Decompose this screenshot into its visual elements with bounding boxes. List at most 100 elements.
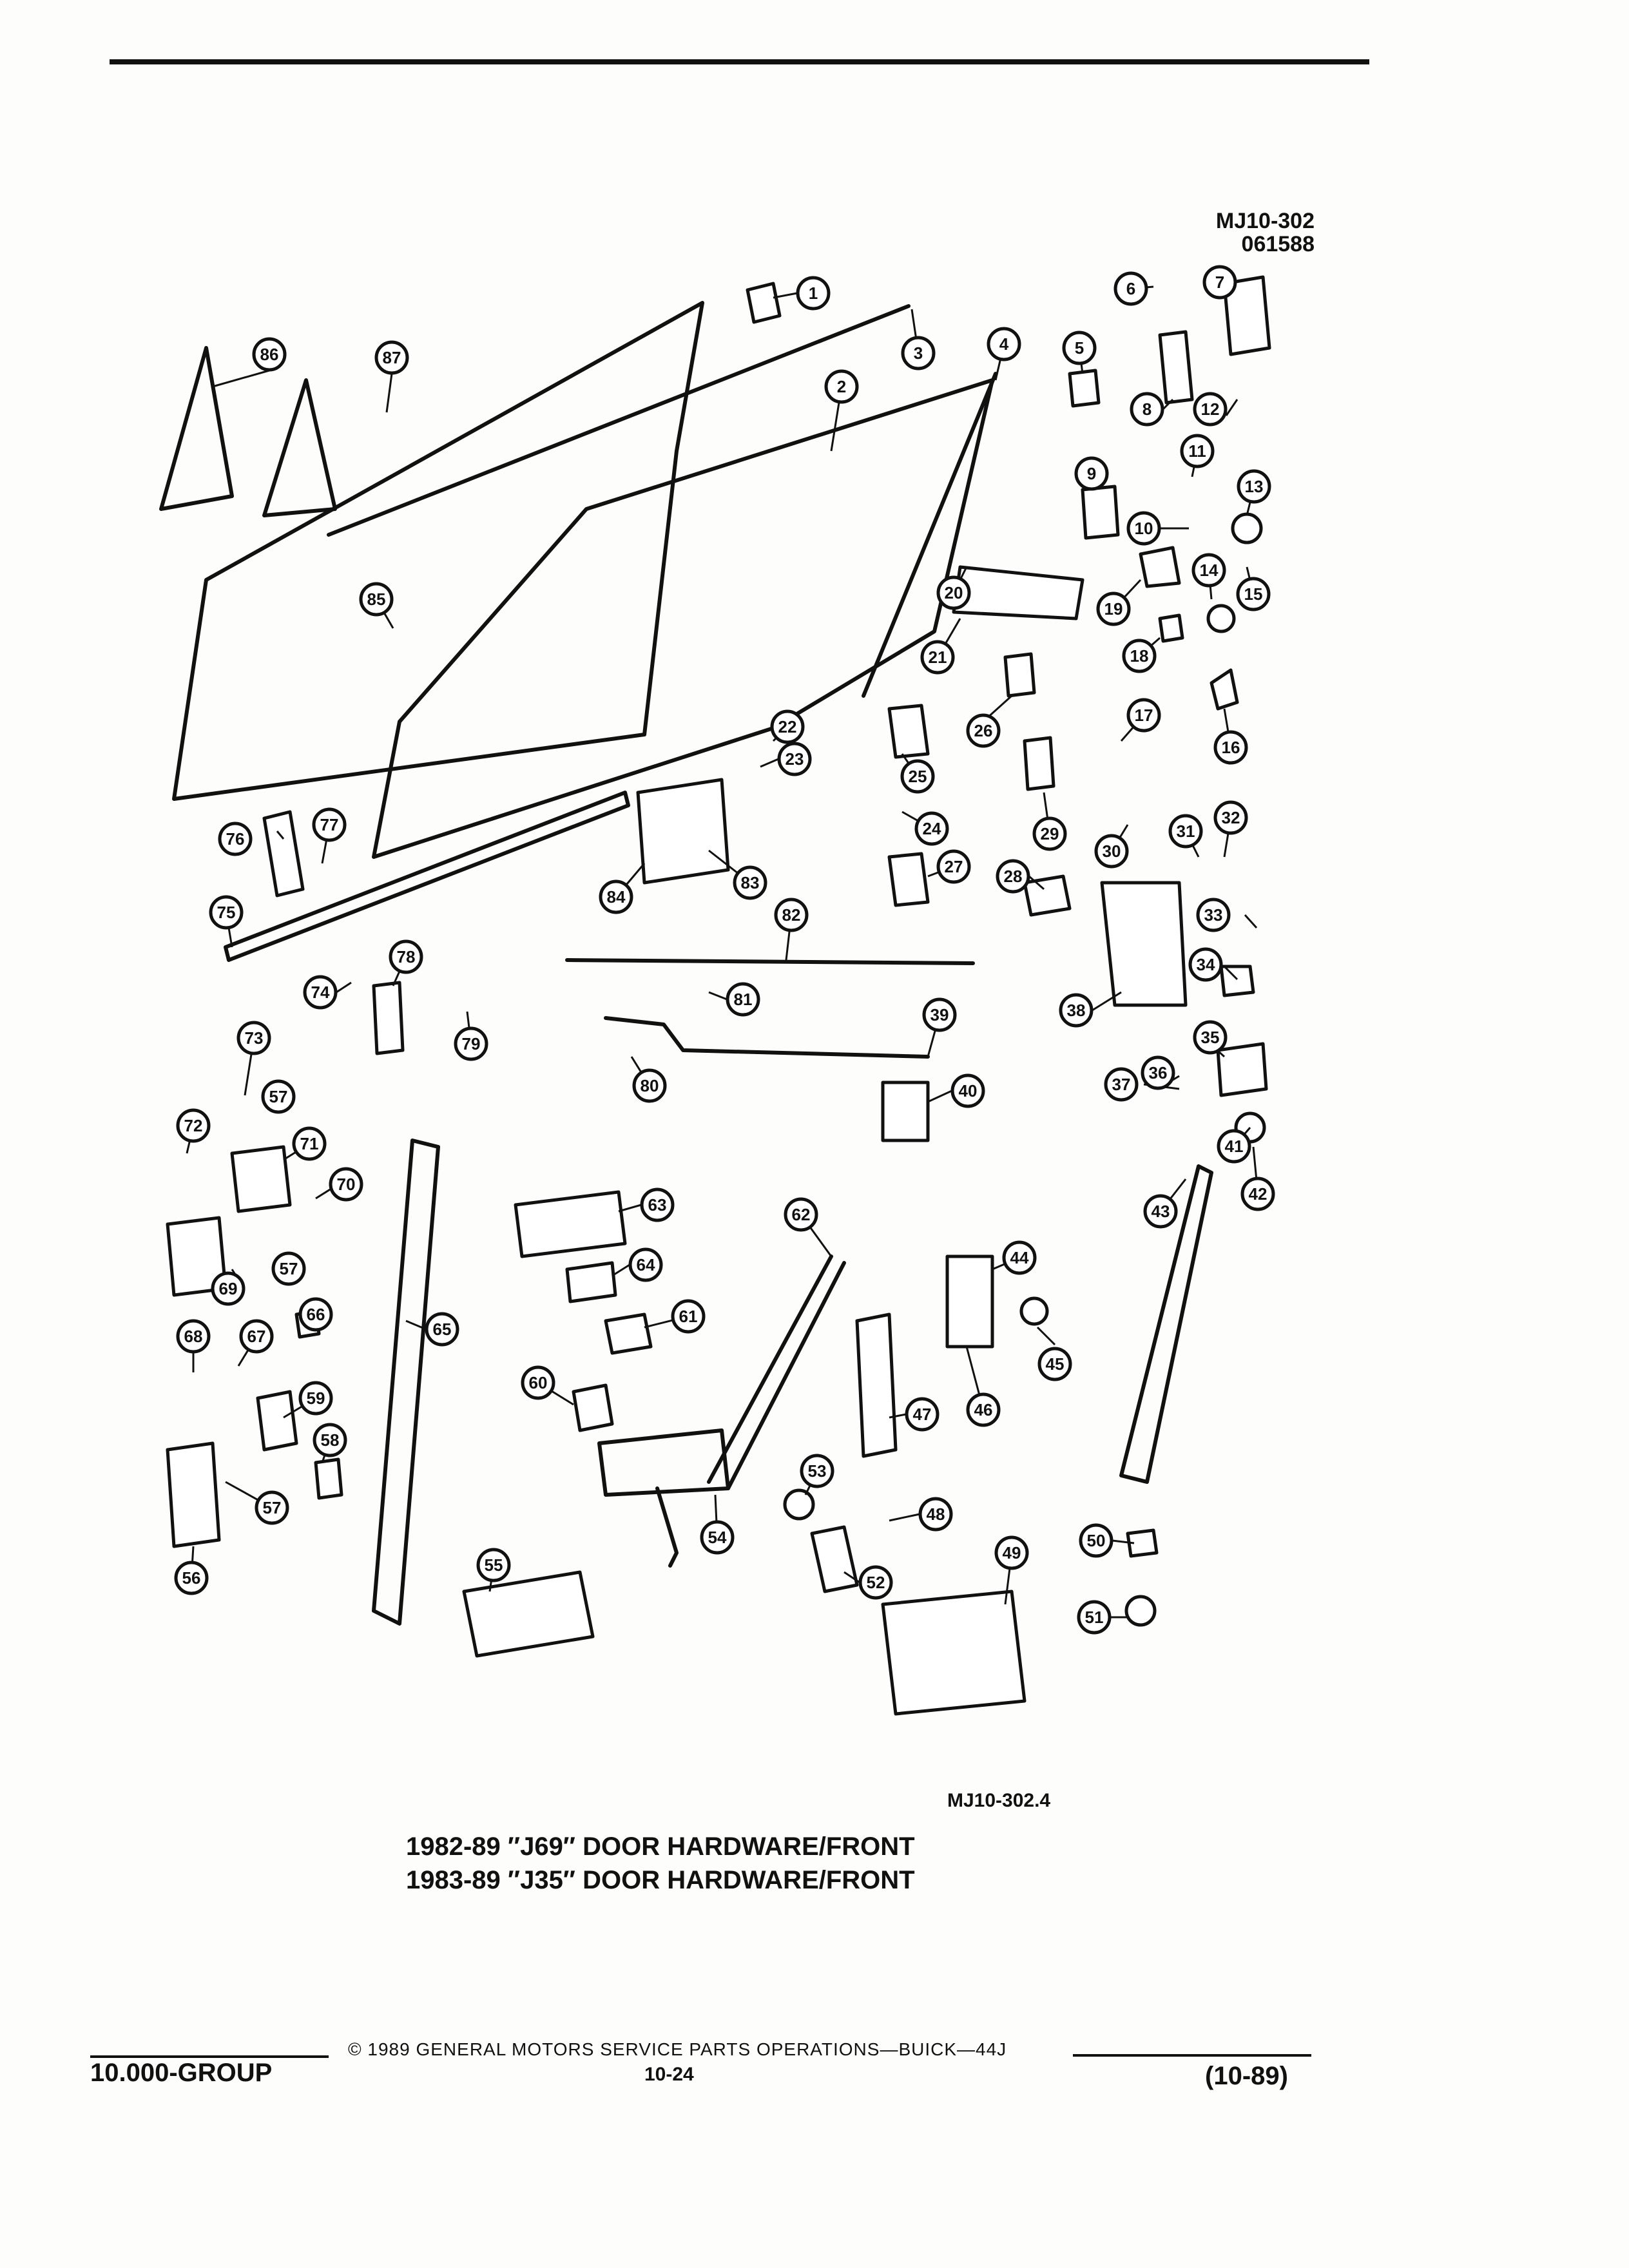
svg-text:76: 76 (226, 829, 245, 849)
svg-text:33: 33 (1204, 905, 1223, 925)
svg-text:24: 24 (923, 819, 941, 838)
svg-text:36: 36 (1149, 1063, 1168, 1082)
svg-text:25: 25 (909, 767, 927, 786)
callout-30: 30 (1094, 834, 1129, 869)
svg-text:59: 59 (307, 1389, 325, 1408)
actuator-19 (1139, 546, 1181, 588)
rod-39 (604, 1016, 930, 1059)
bumper-58 (314, 1457, 343, 1500)
clip-29 (1023, 736, 1055, 791)
footer-right-rule (1073, 2054, 1311, 2057)
svg-text:7: 7 (1215, 273, 1224, 292)
part-drawings (159, 275, 1271, 1716)
bushing-45 (1019, 1296, 1049, 1326)
callout-58: 58 (313, 1423, 347, 1457)
svg-text:32: 32 (1222, 808, 1240, 827)
callout-31: 31 (1168, 814, 1203, 849)
callout-61: 61 (671, 1299, 706, 1334)
window-frame-seal (172, 301, 704, 801)
callout-77: 77 (312, 807, 347, 842)
callout-52: 52 (858, 1565, 893, 1600)
clip-28 (1023, 874, 1072, 917)
callout-41: 41 (1217, 1129, 1251, 1164)
svg-text:56: 56 (182, 1568, 201, 1588)
svg-text:3: 3 (914, 343, 923, 363)
guide-61 (604, 1312, 653, 1355)
svg-text:62: 62 (792, 1205, 811, 1224)
spring-78 (372, 981, 405, 1055)
svg-text:9: 9 (1087, 464, 1096, 483)
diagram-code-block: MJ10-302 061588 (1147, 209, 1315, 256)
bell-crank (881, 1081, 930, 1142)
lock-rod-5 (1068, 369, 1101, 408)
callout-6: 6 (1113, 271, 1148, 306)
hinge-71 (230, 1145, 292, 1213)
svg-text:73: 73 (245, 1028, 264, 1048)
callout-80: 80 (632, 1068, 667, 1103)
bracket-46 (945, 1254, 994, 1349)
figure-caption: 1982-89 ″J69″ DOOR HARDWARE/FRONT 1983-8… (406, 1830, 915, 1897)
callout-20: 20 (936, 575, 971, 610)
svg-text:49: 49 (1003, 1543, 1021, 1562)
svg-text:46: 46 (974, 1400, 993, 1419)
svg-text:26: 26 (974, 721, 993, 740)
callout-51: 51 (1077, 1600, 1112, 1635)
callout-56: 56 (174, 1561, 209, 1595)
callout-7: 7 (1202, 265, 1237, 300)
diagram-date: 061588 (1241, 232, 1315, 256)
svg-text:57: 57 (263, 1498, 282, 1517)
callout-76: 76 (218, 822, 253, 856)
svg-text:47: 47 (913, 1405, 932, 1424)
clip-27 (887, 852, 930, 907)
svg-text:55: 55 (485, 1555, 503, 1575)
clip-25 (887, 704, 930, 759)
callout-38: 38 (1059, 993, 1094, 1028)
svg-text:17: 17 (1135, 706, 1153, 725)
callout-16: 16 (1213, 730, 1248, 765)
svg-text:60: 60 (529, 1373, 548, 1392)
bezel-13 (1231, 512, 1263, 544)
svg-text:20: 20 (945, 583, 963, 602)
svg-text:28: 28 (1004, 867, 1023, 886)
svg-text:54: 54 (708, 1528, 727, 1547)
svg-text:42: 42 (1249, 1184, 1268, 1204)
callout-59: 59 (298, 1381, 333, 1416)
spring-64 (565, 1261, 617, 1303)
svg-text:39: 39 (930, 1005, 949, 1024)
svg-text:37: 37 (1112, 1075, 1131, 1094)
quarter-glass-right (262, 378, 337, 517)
svg-text:74: 74 (311, 983, 330, 1002)
svg-text:44: 44 (1010, 1248, 1029, 1267)
rear-run-channel (372, 1139, 440, 1626)
caption-line-2: 1983-89 ″J35″ DOOR HARDWARE/FRONT (406, 1866, 915, 1894)
callout-47: 47 (905, 1397, 940, 1432)
callout-57-c: 57 (255, 1490, 289, 1525)
clip-26 (1003, 652, 1036, 698)
spring-50 (1126, 1528, 1159, 1558)
svg-text:61: 61 (679, 1307, 698, 1326)
callout-24: 24 (914, 811, 949, 846)
svg-text:87: 87 (383, 348, 401, 367)
callout-2: 2 (824, 369, 859, 404)
callout-13: 13 (1237, 469, 1271, 504)
callout-12: 12 (1193, 392, 1228, 427)
callout-60: 60 (521, 1365, 555, 1400)
callout-5: 5 (1062, 331, 1097, 365)
callout-83: 83 (733, 865, 767, 900)
svg-text:65: 65 (433, 1320, 452, 1339)
callout-75: 75 (209, 895, 244, 930)
callout-19: 19 (1096, 591, 1131, 626)
svg-text:23: 23 (786, 749, 804, 769)
door-lock-assembly (1100, 881, 1188, 1007)
callout-70: 70 (329, 1167, 363, 1202)
callout-69: 69 (211, 1271, 246, 1306)
callout-46: 46 (966, 1392, 1001, 1427)
callout-9: 9 (1074, 456, 1109, 491)
callout-28: 28 (996, 859, 1030, 894)
svg-text:35: 35 (1201, 1028, 1220, 1047)
callout-23: 23 (777, 742, 812, 776)
svg-text:80: 80 (641, 1076, 659, 1095)
svg-text:4: 4 (999, 334, 1009, 354)
svg-text:64: 64 (637, 1255, 655, 1274)
